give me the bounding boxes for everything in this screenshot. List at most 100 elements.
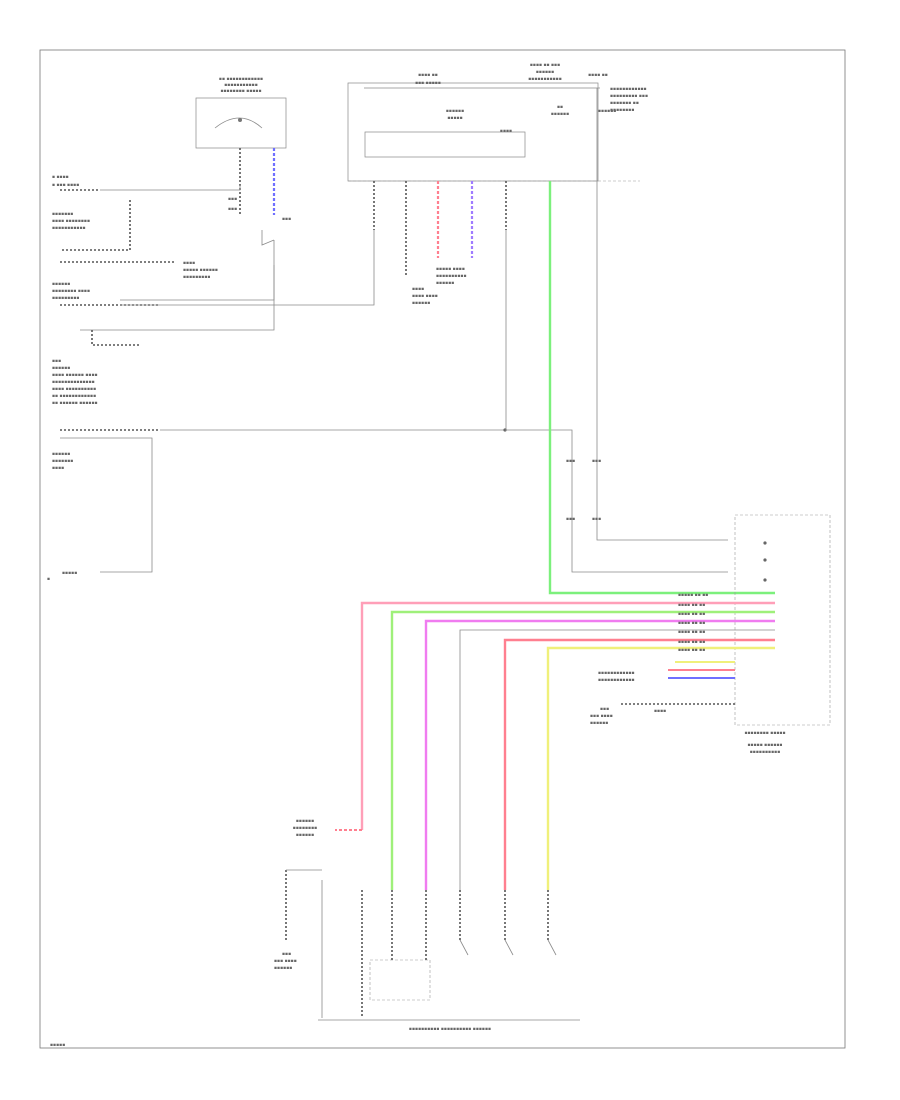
junction-label-15: ▪▪▪▪▪▪	[551, 112, 569, 117]
wire-yellow	[546, 646, 775, 890]
code-marker-2: ▪▪▪	[592, 459, 601, 464]
wire-tl-code-3: ▪▪▪	[282, 217, 291, 222]
left-label-9: ▪▪▪▪▪▪	[52, 282, 70, 287]
junction-label-10: ▪▪▪▪▪▪▪▪	[610, 108, 634, 113]
wire-tl-code-1: ▪▪▪	[228, 197, 237, 202]
wire-to-control-2	[596, 181, 728, 541]
ground-label-3: ▪▪▪▪▪▪	[274, 966, 292, 971]
stub-label-2: ▪▪▪▪▪▪▪▪▪▪▪▪	[598, 678, 635, 683]
switch-pivot-icon	[238, 118, 242, 122]
control-unit-label-2: ▪▪▪▪▪ ▪▪▪▪▪▪	[748, 743, 783, 748]
harness-code-1: ▪▪▪▪▪ ▪▪ ▪▪	[678, 593, 708, 598]
stub-label-1: ▪▪▪▪▪▪▪▪▪▪▪▪	[598, 671, 635, 676]
junction-label-1: ▪▪▪▪ ▪▪	[418, 73, 438, 78]
left-label-21: ▪▪▪▪	[52, 466, 64, 471]
wire-red	[503, 638, 775, 890]
left-label-3: ▪▪▪▪▪▪▪	[52, 212, 73, 217]
diagram-frame	[39, 49, 846, 1049]
switch-contact-icon	[214, 117, 263, 129]
control-unit-label-1: ▪▪▪▪▪▪▪▪ ▪▪▪▪▪	[744, 731, 785, 736]
junction-label-2: ▪▪▪ ▪▪▪▪▪	[415, 81, 441, 86]
left-label-11: ▪▪▪▪▪▪▪▪▪	[52, 296, 79, 301]
connector-icon-1	[763, 541, 767, 545]
left-label-19: ▪▪▪▪▪▪	[52, 452, 70, 457]
junction-label-13: ▪▪▪▪	[500, 129, 512, 134]
wire-left-5	[91, 330, 140, 346]
wire-green-main	[548, 181, 775, 595]
left-label-17: ▪▪ ▪▪▪▪▪▪▪▪▪▪▪▪	[52, 394, 96, 399]
bottom-switch-assembly: ▪▪▪ ▪▪▪ ▪▪▪▪ ▪▪▪▪▪▪ ▪▪▪▪▪▪▪▪▪▪ ▪▪▪▪▪▪▪▪▪…	[274, 869, 580, 1032]
stub-label-6: ▪▪▪▪	[654, 709, 666, 714]
code-marker-3: ▪▪▪	[566, 517, 575, 522]
wire-light-green	[390, 610, 775, 890]
wire-pink	[360, 601, 775, 830]
left-label-2: ▪ ▪▪▪ ▪▪▪▪	[52, 183, 79, 188]
harness-code-2: ▪▪▪▪ ▪▪ ▪▪	[678, 603, 705, 608]
wire-to-control-1	[505, 429, 728, 573]
wire-jb-2-label-2: ▪▪▪▪ ▪▪▪▪	[412, 294, 438, 299]
left-label-22: ▪▪▪▪▪	[62, 571, 77, 576]
connector-icon-2	[763, 558, 767, 562]
wire-tl-code-2: ▪▪▪	[228, 207, 237, 212]
top-left-component-box	[195, 97, 287, 149]
left-label-20: ▪▪▪▪▪▪▪	[52, 459, 73, 464]
junction-label-14: ▪▪	[557, 105, 563, 110]
junction-label-9: ▪▪▪▪▪▪▪ ▪▪	[610, 101, 639, 106]
harness-code-7: ▪▪▪▪ ▪▪ ▪▪	[678, 648, 705, 653]
right-control-unit: ▪▪▪▪▪▪▪▪ ▪▪▪▪▪ ▪▪▪▪▪ ▪▪▪▪▪▪ ▪▪▪▪▪▪▪▪▪▪	[734, 514, 831, 755]
left-label-6: ▪▪▪▪	[183, 261, 195, 266]
junction-label-11: ▪▪▪▪▪▪	[446, 109, 464, 114]
harness-code-6: ▪▪▪▪ ▪▪ ▪▪	[678, 640, 705, 645]
top-left-component: ▪▪ ▪▪▪▪▪▪▪▪▪▪▪▪ ▪▪▪▪▪▪▪▪▪▪▪ ▪▪▪▪▪▪▪▪ ▪▪▪…	[195, 77, 287, 149]
switch-contact-icon-4	[504, 939, 514, 956]
wire-jb-2-label-1: ▪▪▪▪	[412, 287, 424, 292]
wire-magenta	[424, 619, 775, 890]
ground-label-2: ▪▪▪ ▪▪▪▪	[274, 959, 297, 964]
harness-code-5: ▪▪▪▪ ▪▪ ▪▪	[678, 630, 705, 635]
wire-tl-to-left	[100, 185, 241, 191]
top-left-component-label-1: ▪▪ ▪▪▪▪▪▪▪▪▪▪▪▪	[219, 77, 263, 82]
wire-jb-34-label-1: ▪▪▪▪▪ ▪▪▪▪	[436, 267, 465, 272]
harness-code-3: ▪▪▪▪ ▪▪ ▪▪	[678, 612, 705, 617]
connector-icon-3	[763, 578, 767, 582]
stub-label-4: ▪▪▪ ▪▪▪▪	[590, 714, 613, 719]
left-label-14: ▪▪▪▪ ▪▪▪▪▪▪ ▪▪▪▪	[52, 373, 98, 378]
left-label-12: ▪▪▪	[52, 359, 61, 364]
top-junction-block: ▪▪▪▪ ▪▪ ▪▪▪ ▪▪▪▪▪ ▪▪▪▪ ▪▪ ▪▪▪ ▪▪▪▪▪▪ ▪▪▪…	[347, 63, 648, 182]
switch-contact-icon-3	[459, 939, 469, 956]
wire-tl-mid	[120, 265, 275, 301]
left-label-7: ▪▪▪▪▪ ▪▪▪▪▪▪	[183, 268, 218, 273]
junction-label-6: ▪▪▪▪ ▪▪	[588, 73, 608, 78]
left-label-5: ▪▪▪▪▪▪▪▪▪▪▪	[52, 226, 86, 231]
junction-inner-box	[364, 131, 526, 158]
junction-label-7: ▪▪▪▪▪▪▪▪▪▪▪▪	[610, 87, 647, 92]
junction-label-12: ▪▪▪▪▪	[447, 116, 462, 121]
switch-contact-icon-2	[261, 230, 275, 246]
wire-jb-1-route	[120, 230, 375, 306]
stub-label-5: ▪▪▪▪▪▪	[590, 721, 608, 726]
left-label-23: ▪	[47, 577, 50, 582]
junction-label-5: ▪▪▪▪▪▪▪▪▪▪▪	[528, 77, 562, 82]
top-left-component-label-2: ▪▪▪▪▪▪▪▪▪▪▪	[224, 83, 258, 88]
switch-contact-icon-5	[547, 939, 557, 956]
left-label-16: ▪▪▪▪ ▪▪▪▪▪▪▪▪▪▪	[52, 387, 96, 392]
wire-left-7	[60, 437, 153, 573]
left-label-18: ▪▪ ▪▪▪▪▪▪ ▪▪▪▪▪▪	[52, 401, 98, 406]
junction-label-8: ▪▪▪▪▪▪▪▪▪ ▪▪▪	[610, 94, 648, 99]
stub-label-3: ▪▪▪	[600, 707, 609, 712]
pink-branch-label-2: ▪▪▪▪▪▪▪▪	[293, 826, 317, 831]
pink-branch-label-1: ▪▪▪▪▪▪	[296, 819, 314, 824]
wire-jb-34-label-2: ▪▪▪▪▪▪▪▪▪▪	[436, 274, 467, 279]
code-marker-1: ▪▪▪	[566, 459, 575, 464]
junction-label-4: ▪▪▪▪▪▪	[536, 70, 554, 75]
left-label-15: ▪▪▪▪▪▪▪▪▪▪▪▪▪▪	[52, 380, 95, 385]
junction-label-16: ▪▪▪▪▪▪	[598, 109, 616, 114]
pink-branch-label-3: ▪▪▪▪▪▪	[296, 833, 314, 838]
wire-jb-2-label-3: ▪▪▪▪▪▪	[412, 301, 430, 306]
wire-gray	[459, 629, 775, 890]
left-label-13: ▪▪▪▪▪▪	[52, 366, 70, 371]
top-left-component-label-3: ▪▪▪▪▪▪▪▪ ▪▪▪▪▪	[220, 89, 261, 94]
wire-jb-34-label-3: ▪▪▪▪▪▪	[436, 281, 454, 286]
diagram-footer-code: ▪▪▪▪▪	[50, 1043, 65, 1048]
